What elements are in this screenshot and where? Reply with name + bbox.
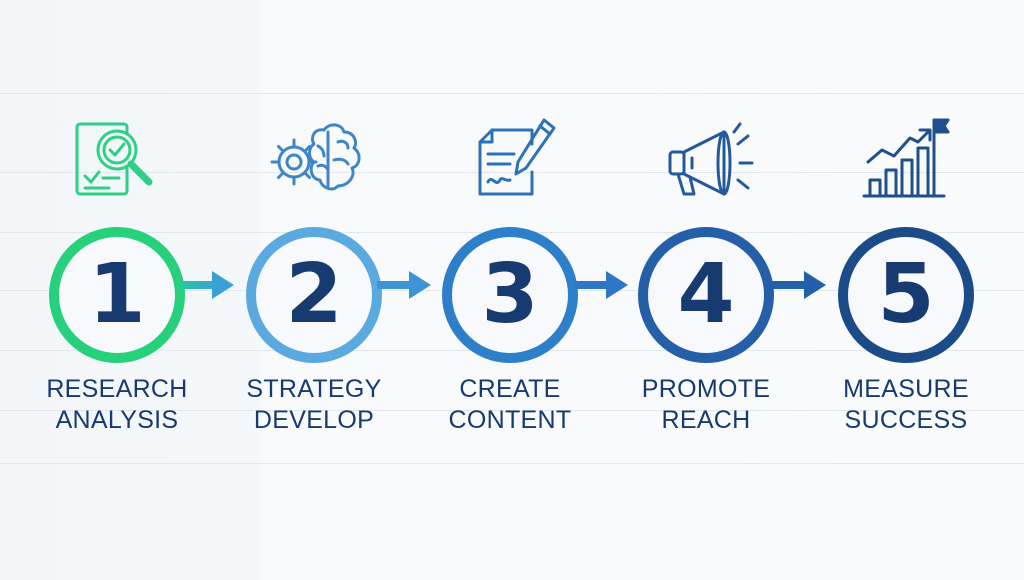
step-5-label-line1: MEASURE [843,375,969,403]
step-3-label-line1: CREATE [459,375,561,403]
research-checklist-magnifier-icon [65,114,169,206]
background-rule [0,410,1024,411]
step-2-ring: 2 [246,227,382,363]
step-2: 2 STRATEGY DEVELOP [214,0,414,580]
step-5-ring: 5 [838,227,974,363]
step-3: 3 CREATE CONTENT [410,0,610,580]
megaphone-icon [654,114,758,206]
arrow-2-to-3 [375,265,435,305]
step-2-number: 2 [285,247,343,342]
step-3-label-line2: CONTENT [448,406,572,434]
step-1-label: RESEARCH ANALYSIS [17,374,217,436]
arrow-1-to-2 [178,265,238,305]
gear-brain-icon [262,114,366,206]
step-2-label: STRATEGY DEVELOP [214,374,414,436]
step-3-ring: 3 [442,227,578,363]
document-pen-icon [458,114,562,206]
arrow-4-to-5 [770,265,830,305]
step-4-number: 4 [677,247,735,342]
step-2-label-line2: DEVELOP [253,406,375,434]
step-4: 4 PROMOTE REACH [606,0,806,580]
background-rule [0,463,1024,464]
step-2-label-line1: STRATEGY [246,375,382,403]
background-rule [0,93,1024,94]
step-1-label-line2: ANALYSIS [55,406,179,434]
step-4-label: PROMOTE REACH [606,374,806,436]
step-1-ring: 1 [49,227,185,363]
arrow-3-to-4 [572,265,632,305]
step-3-number: 3 [481,247,539,342]
step-4-label-line1: PROMOTE [641,375,771,403]
step-4-label-line2: REACH [661,406,751,434]
step-5-label-line2: SUCCESS [844,406,968,434]
step-1-label-line1: RESEARCH [46,375,188,403]
background-rule [0,172,1024,173]
growth-chart-flag-icon [854,114,958,206]
step-5-label: MEASURE SUCCESS [806,374,1006,436]
step-3-label: CREATE CONTENT [410,374,610,436]
step-1: 1 RESEARCH ANALYSIS [17,0,217,580]
step-4-ring: 4 [638,227,774,363]
step-5-number: 5 [877,247,935,342]
step-5: 5 MEASURE SUCCESS [806,0,1006,580]
step-1-number: 1 [88,247,146,342]
